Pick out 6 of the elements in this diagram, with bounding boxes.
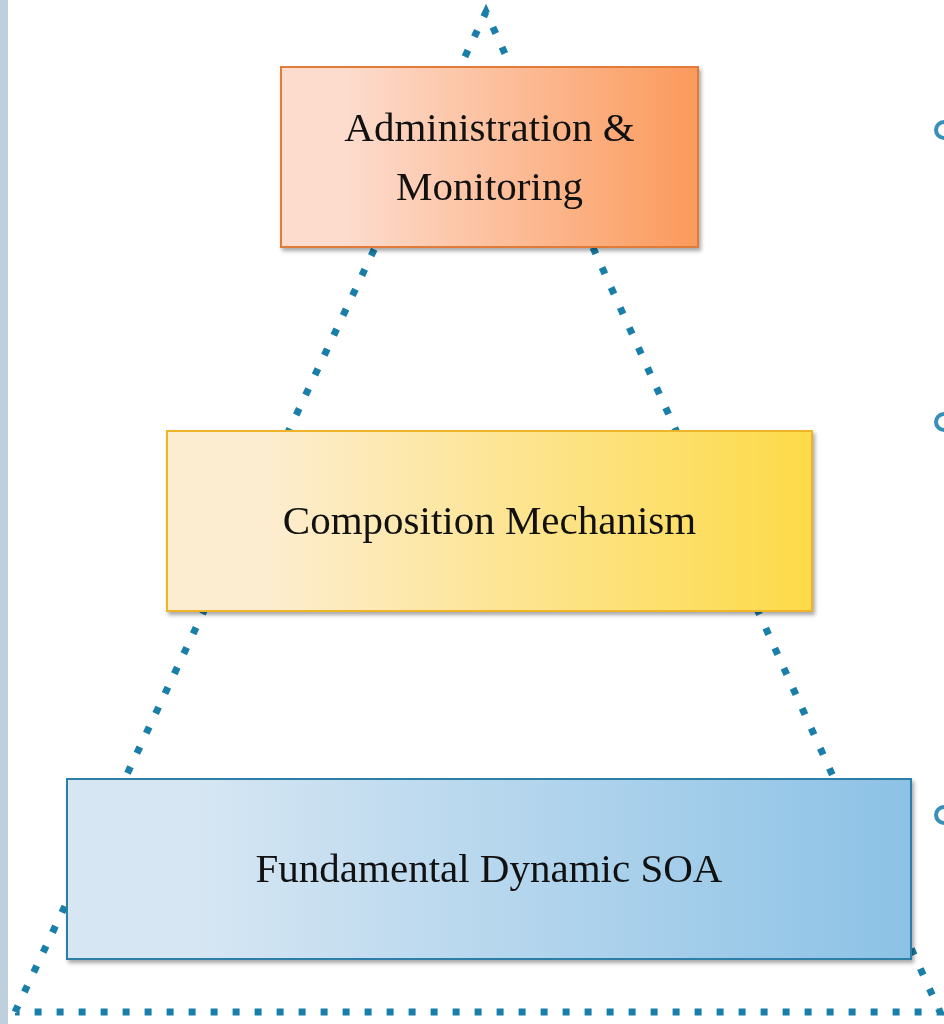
layer-label: Administration & Monitoring <box>343 102 636 211</box>
layer-box <box>280 66 699 248</box>
layer-label: Fundamental Dynamic SOA <box>255 844 723 894</box>
layer-box <box>66 778 912 960</box>
layer-box <box>166 430 813 612</box>
layer-label: Composition Mechanism <box>282 496 697 546</box>
